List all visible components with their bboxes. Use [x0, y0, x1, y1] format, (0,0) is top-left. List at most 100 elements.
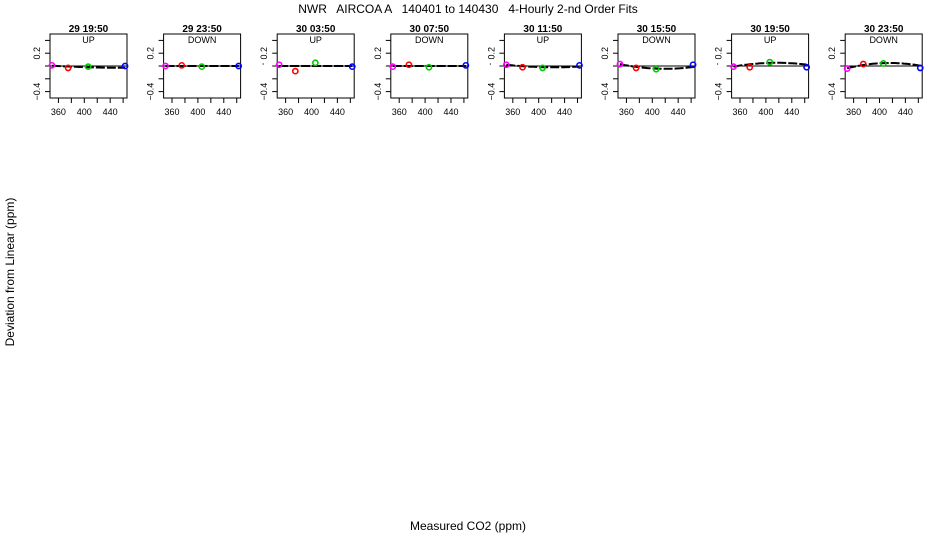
x-tick-label: 400 [418, 107, 433, 117]
data-point [405, 61, 413, 69]
panel-title: 30 19:50 [750, 24, 790, 35]
y-tick-label: −0.4 [373, 83, 383, 101]
panel-title: 30 07:50 [410, 24, 450, 35]
x-axis-label: Measured CO2 (ppm) [410, 519, 526, 533]
panel-title: 30 03:50 [296, 24, 336, 35]
y-tick-label: 0.2 [714, 47, 724, 60]
data-point [84, 63, 92, 71]
data-point [632, 64, 640, 72]
y-tick-label: 0.2 [259, 47, 269, 60]
data-point [576, 61, 583, 69]
data-point [425, 63, 433, 71]
x-tick-label: 440 [443, 107, 458, 117]
data-point [48, 61, 56, 69]
data-point [519, 63, 526, 71]
data-point [235, 62, 243, 70]
x-tick-label: 440 [671, 107, 686, 117]
stray-mark [489, 63, 491, 65]
x-tick-label: 400 [758, 107, 773, 117]
fit-curve [506, 63, 580, 69]
y-tick-label: 0.2 [486, 47, 496, 60]
data-point [730, 63, 737, 71]
y-tick-label: −0.4 [600, 83, 610, 101]
x-tick-label: 400 [77, 107, 92, 117]
x-tick-label: 440 [557, 107, 572, 117]
data-point [879, 60, 887, 67]
x-tick-label: 360 [164, 107, 179, 117]
data-point [198, 63, 206, 71]
data-point [291, 67, 299, 75]
stray-mark [717, 63, 719, 65]
fit-curve [51, 64, 126, 69]
y-tick-label: −0.4 [32, 83, 42, 101]
data-point [462, 61, 470, 69]
data-point [616, 60, 624, 68]
x-tick-label: 440 [898, 107, 913, 117]
data-point [121, 62, 129, 70]
data-point [689, 61, 697, 69]
y-tick-label: 0.2 [373, 47, 383, 60]
data-point [859, 60, 867, 68]
x-tick-label: 440 [330, 107, 345, 117]
x-tick-label: 400 [645, 107, 660, 117]
panel-direction-label: UP [309, 35, 322, 45]
x-tick-label: 360 [505, 107, 520, 117]
data-point [64, 64, 72, 72]
panel-title: 29 19:50 [69, 24, 109, 35]
data-point [539, 64, 546, 72]
y-tick-label: −0.4 [259, 83, 269, 101]
x-tick-label: 440 [216, 107, 231, 117]
panel-direction-label: DOWN [188, 35, 217, 45]
x-tick-label: 440 [103, 107, 118, 117]
data-point [746, 63, 754, 71]
x-tick-label: 360 [619, 107, 634, 117]
y-tick-label: 0.2 [827, 47, 837, 60]
y-tick-label: 0.2 [600, 47, 610, 60]
panel-direction-label: DOWN [415, 35, 444, 45]
y-tick-label: −0.4 [714, 83, 724, 101]
x-tick-label: 400 [872, 107, 887, 117]
data-point [162, 62, 169, 70]
panel-title: 30 15:50 [637, 24, 677, 35]
panel-title: 29 23:50 [182, 24, 222, 35]
y-tick-label: −0.4 [827, 83, 837, 101]
data-point [652, 65, 660, 73]
panel-title: 30 11:50 [523, 24, 562, 35]
x-tick-label: 400 [190, 107, 205, 117]
panel-direction-label: DOWN [642, 35, 671, 45]
y-tick-label: 0.2 [146, 47, 156, 60]
fit-curve [846, 62, 921, 70]
x-tick-label: 400 [304, 107, 319, 117]
x-tick-label: 360 [846, 107, 861, 117]
data-point [803, 63, 811, 71]
data-point [389, 63, 397, 71]
x-tick-label: 360 [392, 107, 407, 117]
panel-direction-label: DOWN [869, 35, 898, 45]
data-point [275, 61, 283, 69]
x-tick-label: 360 [51, 107, 66, 117]
panel-direction-label: UP [764, 35, 777, 45]
panel-direction-label: UP [537, 35, 550, 45]
y-tick-label: −0.4 [146, 83, 156, 101]
panel-title: 30 23:50 [864, 24, 904, 35]
fit-curve [619, 63, 694, 70]
y-tick-label: 0.2 [32, 47, 42, 60]
x-tick-label: 400 [531, 107, 546, 117]
panel-direction-label: UP [82, 35, 95, 45]
data-point [178, 61, 186, 69]
data-point [916, 64, 924, 72]
x-tick-label: 360 [732, 107, 747, 117]
x-tick-label: 440 [784, 107, 799, 117]
x-tick-label: 360 [278, 107, 293, 117]
stray-mark [262, 63, 264, 65]
data-point [502, 61, 510, 69]
